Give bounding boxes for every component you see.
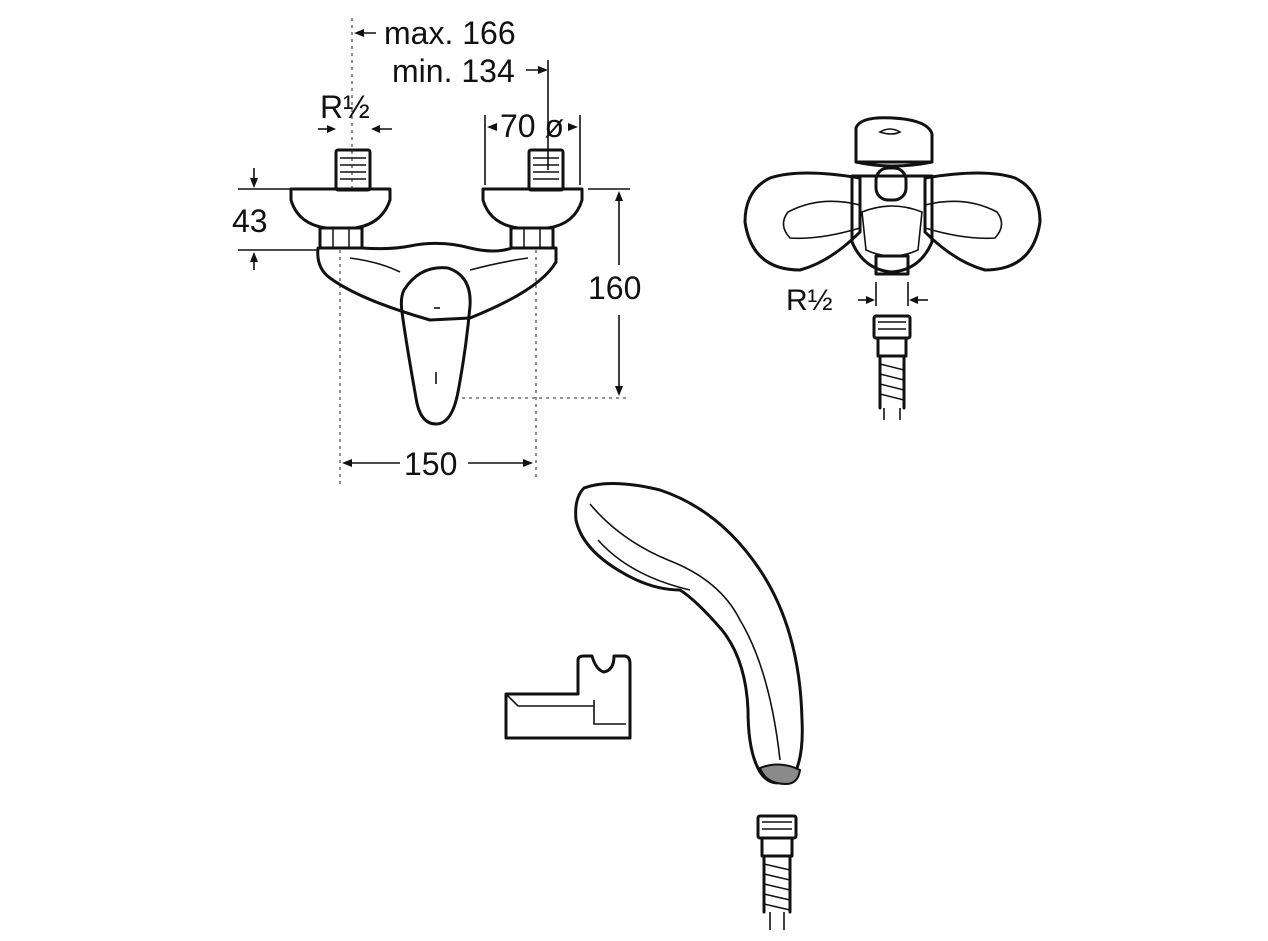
body-height-label: 43	[232, 203, 268, 239]
top-view-mixer: R½	[743, 116, 1042, 420]
top-lever	[874, 166, 908, 202]
top-cap	[854, 116, 934, 168]
right-inlet-thread	[527, 148, 565, 192]
holder-bracket	[504, 654, 632, 740]
left-flange	[289, 187, 392, 230]
wall-holder	[504, 654, 632, 740]
front-view-mixer: max. 166 min. 134 R½ 70 ø	[232, 15, 641, 485]
dimension-70: 70 ø	[484, 108, 581, 185]
right-flange	[481, 187, 584, 230]
thread-left-letter: R	[320, 89, 343, 125]
svg-text:R½: R½	[786, 284, 833, 317]
thread-right-letter: R	[786, 284, 808, 317]
total-height-label: 160	[588, 270, 641, 306]
min-width-label: min. 134	[392, 53, 515, 89]
left-nut	[318, 226, 364, 250]
thread-label-right: R½	[786, 282, 928, 317]
dimension-43: 43	[232, 168, 318, 270]
center-distance-label: 150	[404, 446, 457, 482]
max-width-label: max. 166	[384, 15, 516, 51]
dimension-160: 160	[588, 188, 641, 396]
left-inlet-thread	[334, 148, 372, 192]
lever-handle	[399, 266, 472, 426]
left-wing	[743, 171, 862, 272]
flange-diameter-label: 70 ø	[500, 108, 564, 144]
thread-label-left: R½	[318, 89, 392, 133]
hand-shower	[574, 481, 804, 786]
outlet-nozzle	[874, 254, 910, 276]
shower-nozzle-tip	[758, 763, 802, 786]
hose-connector-bottom	[756, 814, 798, 930]
thread-right-fraction: ½	[808, 284, 833, 317]
center-body	[850, 174, 934, 274]
dimension-150: 150	[342, 446, 533, 482]
dimension-max: max. 166	[354, 15, 516, 51]
right-nut	[509, 226, 555, 250]
shower-handle	[574, 481, 804, 785]
thread-left-fraction: ½	[343, 89, 370, 125]
right-wing	[923, 171, 1042, 272]
dimension-min: min. 134	[392, 53, 549, 170]
mixer-body	[316, 241, 558, 322]
hose-connector-top	[872, 314, 912, 420]
svg-text:R½: R½	[320, 89, 370, 125]
